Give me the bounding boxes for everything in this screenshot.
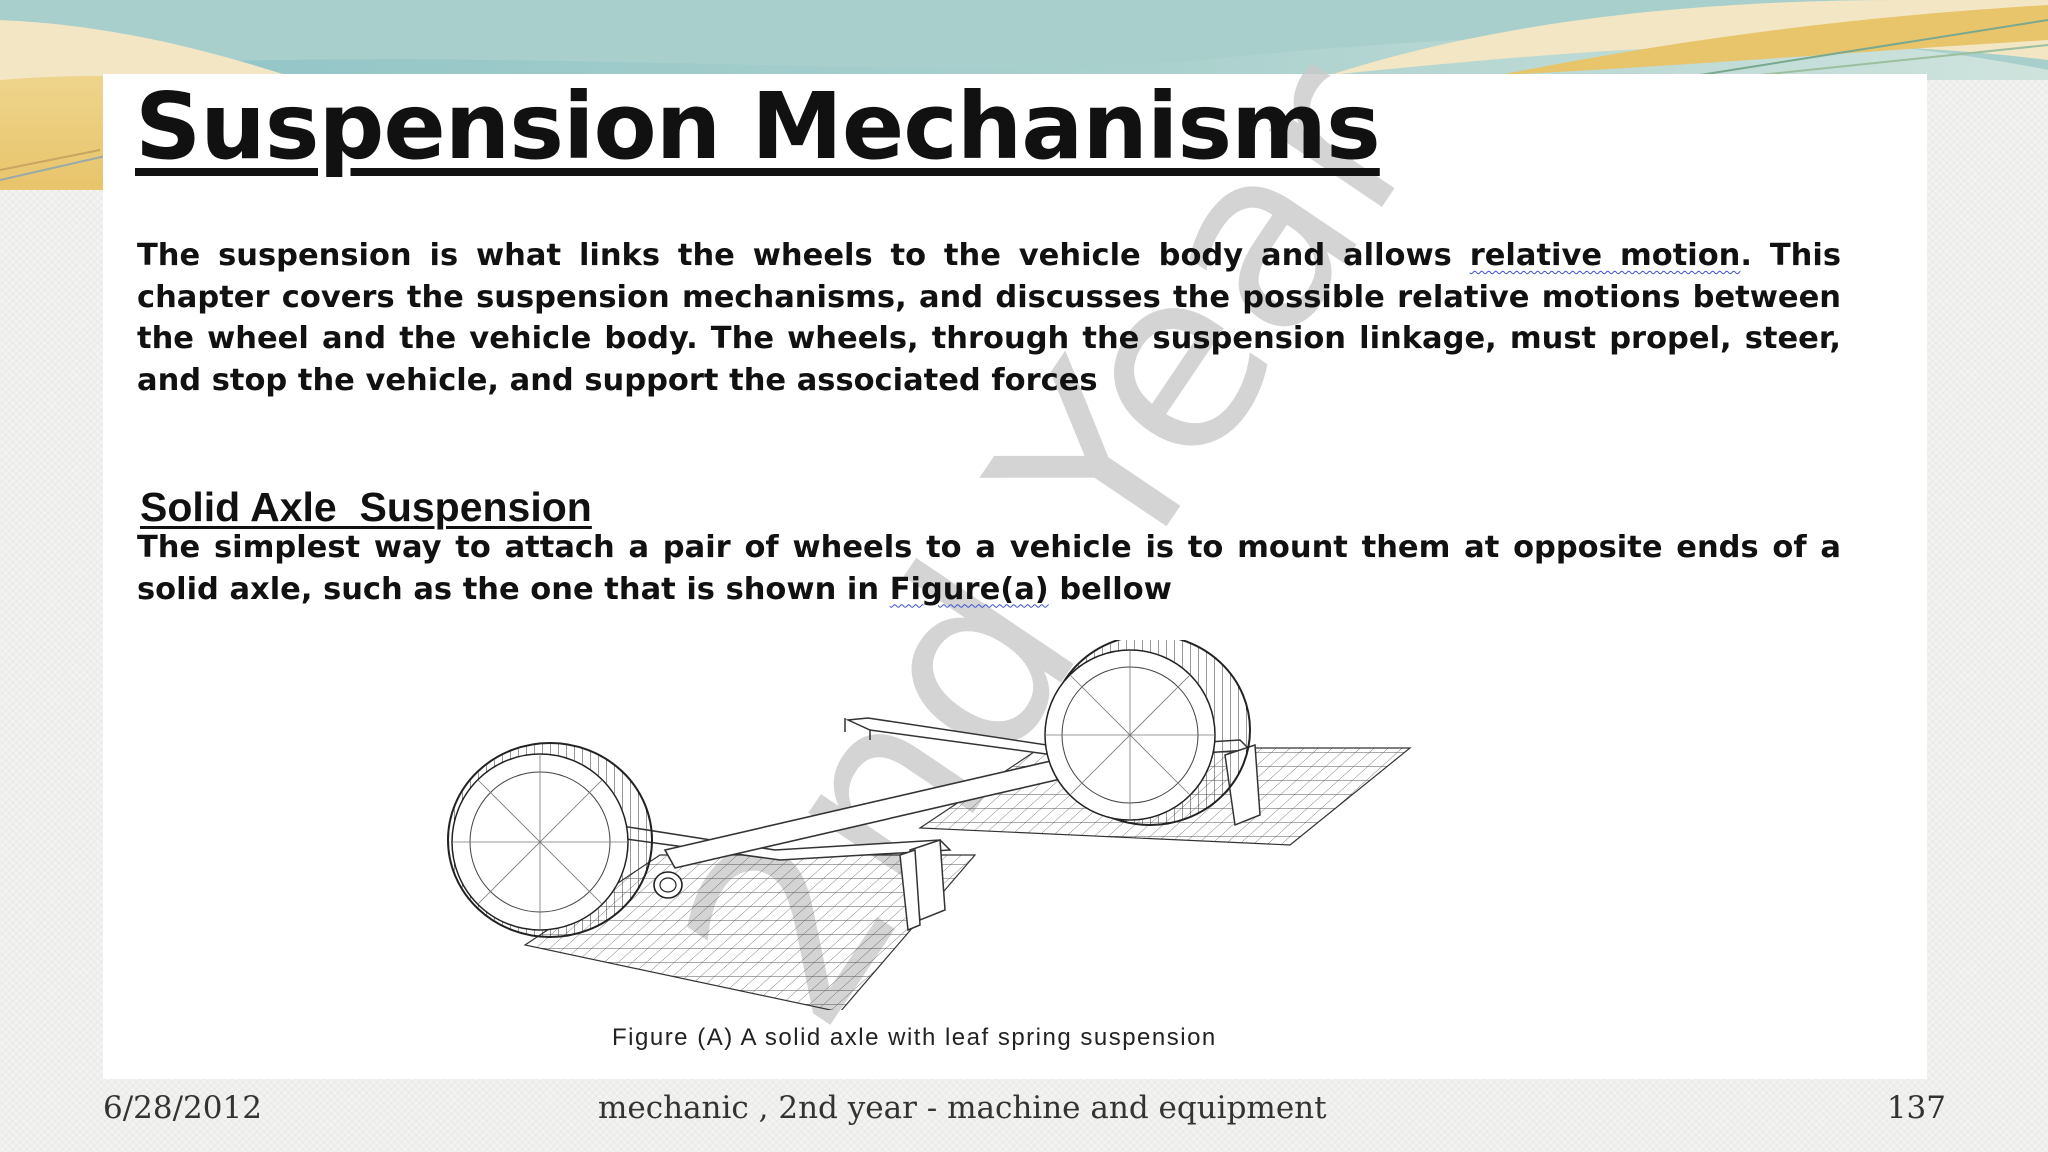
spring-bracket-front: [899, 838, 946, 932]
intro-flagged-text: relative motion: [1469, 238, 1741, 273]
top-wave-decoration: [0, 0, 2048, 190]
section-text-part1: The simplest way to attach a pair of whe…: [137, 530, 1841, 607]
wheel-rear: [1044, 640, 1251, 826]
section-text-part2: bellow: [1048, 571, 1172, 607]
section-heading: Solid Axle Suspension: [140, 484, 592, 530]
solid-axle-figure: [447, 640, 1412, 1010]
section-paragraph: The simplest way to attach a pair of whe…: [137, 527, 1841, 610]
intro-paragraph: The suspension is what links the wheels …: [137, 235, 1841, 401]
footer-date: 6/28/2012: [103, 1090, 262, 1126]
intro-text-part2: . This chapter covers the suspension mec…: [137, 238, 1842, 398]
page-number: 137: [1886, 1090, 1946, 1126]
slide-title: Suspension Mechanisms: [135, 73, 1381, 180]
figure-caption: Figure (A) A solid axle with leaf spring…: [612, 1024, 1217, 1051]
wheel-front: [447, 742, 683, 938]
footer-title: mechanic , 2nd year - machine and equipm…: [598, 1090, 1327, 1126]
section-flagged-text: Figure(a): [889, 571, 1049, 607]
document-page: [103, 74, 1927, 1079]
intro-text-part1: The suspension is what links the wheels …: [137, 238, 1470, 273]
